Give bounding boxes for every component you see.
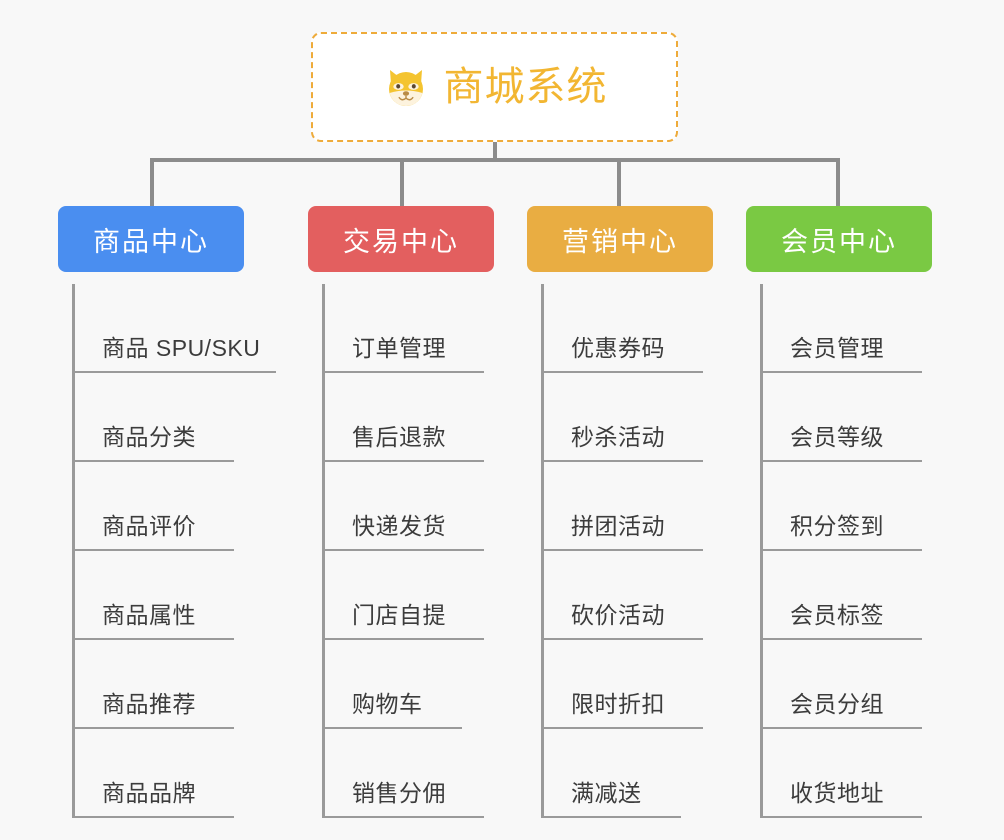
leaf-item[interactable]: 秒杀活动 bbox=[541, 373, 703, 462]
category-header-member-center[interactable]: 会员中心 bbox=[746, 206, 932, 272]
leaf-label: 销售分佣 bbox=[352, 780, 446, 806]
leaf-item[interactable]: 会员分组 bbox=[760, 640, 922, 729]
leaf-item[interactable]: 快递发货 bbox=[322, 462, 484, 551]
leaf-item[interactable]: 购物车 bbox=[322, 640, 462, 729]
leaf-list-member-center: 会员管理 会员等级 积分签到 会员标签 会员分组 收货地址 bbox=[746, 284, 946, 818]
category-label: 营销中心 bbox=[562, 226, 678, 257]
branch-member-center: 会员中心 会员管理 会员等级 积分签到 会员标签 会员分组 收货地址 bbox=[746, 206, 946, 818]
root-node[interactable]: 商城系统 bbox=[311, 32, 678, 142]
leaf-item[interactable]: 优惠券码 bbox=[541, 284, 703, 373]
leaf-item[interactable]: 收货地址 bbox=[760, 729, 922, 818]
leaf-list-trade-center: 订单管理 售后退款 快递发货 门店自提 购物车 销售分佣 bbox=[308, 284, 508, 818]
root-title: 商城系统 bbox=[443, 65, 608, 109]
leaf-list-marketing-center: 优惠券码 秒杀活动 拼团活动 砍价活动 限时折扣 满减送 bbox=[527, 284, 727, 818]
leaf-label: 会员标签 bbox=[790, 602, 884, 628]
dog-face-icon bbox=[382, 64, 430, 112]
branch-spine bbox=[72, 284, 75, 818]
leaf-item[interactable]: 商品 SPU/SKU bbox=[72, 284, 276, 373]
leaf-item[interactable]: 商品品牌 bbox=[72, 729, 234, 818]
category-header-marketing-center[interactable]: 营销中心 bbox=[527, 206, 713, 272]
connector-drop-product-center bbox=[150, 158, 154, 208]
leaf-label: 商品品牌 bbox=[102, 780, 196, 806]
leaf-label: 拼团活动 bbox=[571, 513, 665, 539]
connector-drop-member-center bbox=[836, 158, 840, 208]
leaf-label: 会员管理 bbox=[790, 335, 884, 361]
leaf-label: 秒杀活动 bbox=[571, 424, 665, 450]
leaf-item[interactable]: 商品推荐 bbox=[72, 640, 234, 729]
leaf-label: 订单管理 bbox=[352, 335, 446, 361]
leaf-item[interactable]: 订单管理 bbox=[322, 284, 484, 373]
leaf-label: 商品推荐 bbox=[102, 691, 196, 717]
branch-marketing-center: 营销中心 优惠券码 秒杀活动 拼团活动 砍价活动 限时折扣 满减送 bbox=[527, 206, 727, 818]
leaf-item[interactable]: 商品属性 bbox=[72, 551, 234, 640]
leaf-item[interactable]: 售后退款 bbox=[322, 373, 484, 462]
leaf-label: 购物车 bbox=[352, 691, 423, 717]
leaf-item[interactable]: 砍价活动 bbox=[541, 551, 703, 640]
leaf-label: 快递发货 bbox=[352, 513, 446, 539]
leaf-item[interactable]: 限时折扣 bbox=[541, 640, 703, 729]
leaf-label: 优惠券码 bbox=[571, 335, 665, 361]
leaf-item[interactable]: 会员等级 bbox=[760, 373, 922, 462]
leaf-list-product-center: 商品 SPU/SKU 商品分类 商品评价 商品属性 商品推荐 商品品牌 bbox=[58, 284, 278, 818]
leaf-item[interactable]: 商品评价 bbox=[72, 462, 234, 551]
leaf-label: 限时折扣 bbox=[571, 691, 665, 717]
leaf-label: 门店自提 bbox=[352, 602, 446, 628]
leaf-label: 满减送 bbox=[571, 780, 642, 806]
leaf-label: 商品分类 bbox=[102, 424, 196, 450]
leaf-item[interactable]: 会员标签 bbox=[760, 551, 922, 640]
leaf-item[interactable]: 销售分佣 bbox=[322, 729, 484, 818]
category-header-product-center[interactable]: 商品中心 bbox=[58, 206, 244, 272]
branch-product-center: 商品中心 商品 SPU/SKU 商品分类 商品评价 商品属性 商品推荐 商品品牌 bbox=[58, 206, 278, 818]
branch-spine bbox=[541, 284, 544, 818]
branch-trade-center: 交易中心 订单管理 售后退款 快递发货 门店自提 购物车 销售分佣 bbox=[308, 206, 508, 818]
leaf-item[interactable]: 积分签到 bbox=[760, 462, 922, 551]
branch-spine bbox=[322, 284, 325, 818]
leaf-label: 商品评价 bbox=[102, 513, 196, 539]
leaf-label: 积分签到 bbox=[790, 513, 884, 539]
leaf-label: 会员等级 bbox=[790, 424, 884, 450]
leaf-label: 商品属性 bbox=[102, 602, 196, 628]
category-header-trade-center[interactable]: 交易中心 bbox=[308, 206, 494, 272]
leaf-item[interactable]: 会员管理 bbox=[760, 284, 922, 373]
leaf-label: 收货地址 bbox=[790, 780, 884, 806]
category-label: 商品中心 bbox=[93, 226, 209, 257]
leaf-label: 会员分组 bbox=[790, 691, 884, 717]
leaf-label: 商品 SPU/SKU bbox=[102, 335, 261, 361]
leaf-label: 售后退款 bbox=[352, 424, 446, 450]
category-bus-line bbox=[150, 158, 840, 162]
connector-drop-marketing-center bbox=[617, 158, 621, 208]
leaf-item[interactable]: 满减送 bbox=[541, 729, 681, 818]
root-connector-stem bbox=[493, 142, 497, 162]
connector-drop-trade-center bbox=[400, 158, 404, 208]
leaf-item[interactable]: 商品分类 bbox=[72, 373, 234, 462]
leaf-item[interactable]: 门店自提 bbox=[322, 551, 484, 640]
leaf-label: 砍价活动 bbox=[571, 602, 665, 628]
leaf-item[interactable]: 拼团活动 bbox=[541, 462, 703, 551]
category-label: 会员中心 bbox=[781, 226, 897, 257]
category-label: 交易中心 bbox=[343, 226, 459, 257]
branch-spine bbox=[760, 284, 763, 818]
